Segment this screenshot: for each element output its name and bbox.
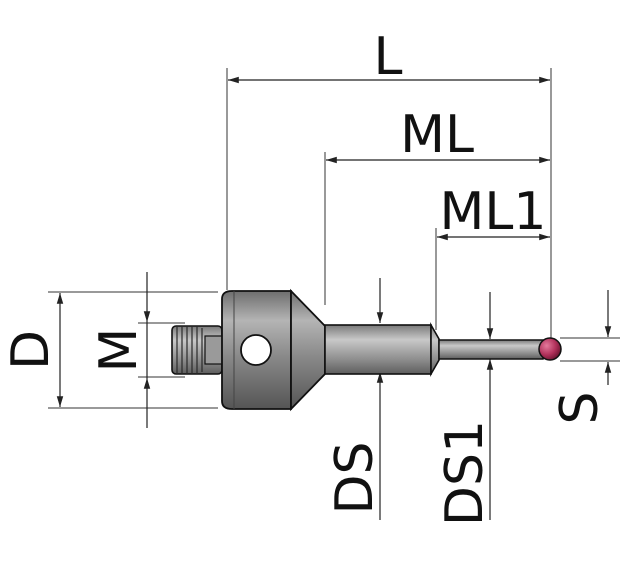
extension-lines [48,68,620,409]
label-DS: DS [325,441,385,514]
dimension-lines [56,76,612,520]
label-M: M [89,328,149,373]
ruby-ball-icon [538,337,562,361]
label-S: S [550,391,610,424]
label-L: L [374,27,403,87]
cross-hole-icon [240,334,272,366]
thread-connector [171,325,223,375]
stylus-shaft [438,339,544,360]
stylus-body [221,288,326,412]
label-ML1: ML1 [440,182,547,242]
stylus-stem [324,321,440,378]
label-D: D [1,330,61,370]
label-ML: ML [400,105,474,165]
label-DS1: DS1 [435,420,495,526]
